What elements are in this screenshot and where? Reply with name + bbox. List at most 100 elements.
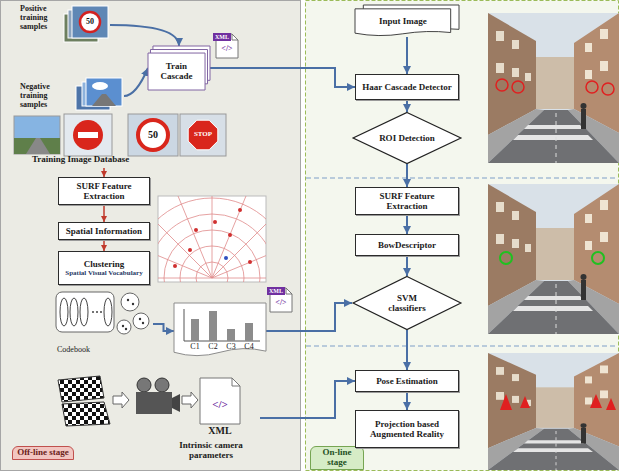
flow-arrow xyxy=(406,100,408,112)
negative-sample-images xyxy=(92,94,116,106)
box-label: ROI Detection xyxy=(378,133,435,143)
codebook-figure xyxy=(125,328,127,330)
camera-calibration-figure xyxy=(62,402,110,426)
file-badge: XML xyxy=(213,33,231,41)
group-label: Codebook xyxy=(57,346,117,355)
positive-sample-images xyxy=(64,6,108,42)
street-photo xyxy=(606,398,616,410)
process-box: ClusteringSpatial Visual Vocabulary xyxy=(58,251,150,285)
spatial-polar-grid xyxy=(248,260,252,264)
database-images xyxy=(188,120,218,150)
document-shape-outline xyxy=(355,9,451,36)
stage-panel: On-line stageInput ImageHaar Cascade Det… xyxy=(305,0,619,471)
codebook-figure xyxy=(122,325,124,327)
group-label: Negative training samples xyxy=(20,83,72,109)
street-photo xyxy=(586,81,598,93)
negative-sample-images xyxy=(92,82,108,90)
spatial-polar-grid xyxy=(158,214,212,278)
histogram-bar xyxy=(191,319,199,341)
flow-arrow xyxy=(406,215,408,234)
spatial-polar-grid xyxy=(178,196,213,278)
database-images xyxy=(138,120,168,150)
xml-file-icon xyxy=(267,287,285,295)
xml-file-icon xyxy=(213,33,231,41)
stage-tab: On-line stage xyxy=(310,446,364,470)
flow-arrow xyxy=(210,68,355,87)
positive-sample-images xyxy=(72,6,108,38)
spatial-polar-grid xyxy=(212,196,213,278)
codebook-figure xyxy=(139,318,141,320)
histogram-bar xyxy=(227,329,235,341)
database-images xyxy=(14,114,226,156)
text-area: ClusteringSpatial Visual Vocabulary xyxy=(59,252,149,284)
spatial-polar-grid xyxy=(158,244,212,279)
file-badge: XML xyxy=(267,287,285,295)
group-label: C4 xyxy=(242,343,256,352)
spatial-polar-grid xyxy=(212,196,247,278)
decision-diamond-outline xyxy=(353,113,461,164)
spatial-polar-grid xyxy=(158,278,212,279)
street-photo xyxy=(590,394,602,408)
group-label: Positive training samples xyxy=(20,5,64,31)
group-label: Training Image Database xyxy=(32,155,182,165)
box-label: SVM classifiers xyxy=(378,293,435,314)
camera-calibration-figure xyxy=(58,376,104,402)
street-photo xyxy=(488,184,619,334)
histogram-bar xyxy=(245,323,253,341)
box-label: Projection based Augmented Reality xyxy=(360,419,454,440)
database-images xyxy=(128,114,178,156)
image-group: Positive training samples xyxy=(18,3,110,47)
camera-calibration-figure xyxy=(182,392,198,408)
spatial-polar-grid xyxy=(212,214,266,278)
street-photo xyxy=(592,252,604,264)
street-photo xyxy=(496,79,508,91)
spatial-polar-grid xyxy=(238,208,242,212)
flow-arrow xyxy=(103,240,105,251)
image-group: Training Image Database xyxy=(14,112,244,168)
codebook-figure xyxy=(56,292,114,332)
box-label: Clustering xyxy=(63,259,145,269)
street-photo xyxy=(488,13,619,163)
street-photo xyxy=(488,353,619,470)
image-group: Negative training samples xyxy=(18,78,124,114)
stage-panel: Off-line stage Positive training samplesT… xyxy=(0,0,301,471)
text-area: Projection based Augmented Reality xyxy=(356,411,458,447)
box-label: SURF Feature Extraction xyxy=(360,191,454,212)
process-box: Haar Cascade Detector xyxy=(355,74,459,100)
online-panel-ground xyxy=(306,1,619,471)
flow-arrow xyxy=(406,164,408,187)
database-images xyxy=(180,114,226,156)
text-area: SURF Feature Extraction xyxy=(356,188,458,214)
flow-arrow xyxy=(110,25,179,46)
street-photo xyxy=(500,394,512,410)
flow-arrow xyxy=(266,303,352,331)
box-label: Train Cascade xyxy=(151,61,202,82)
stage-tab: Off-line stage xyxy=(12,446,74,460)
group-label: XML xyxy=(200,425,240,436)
process-box: SURF Feature Extraction xyxy=(355,187,459,215)
text-area: SURF Feature Extraction xyxy=(59,178,149,204)
database-images xyxy=(14,116,60,154)
process-box: Spatial Information xyxy=(58,222,150,240)
xml-file-icon xyxy=(232,34,238,40)
document-stack: Train Cascade xyxy=(148,46,210,90)
spatial-polar-grid xyxy=(212,278,266,279)
box-label: SURF Feature Extraction xyxy=(63,181,145,202)
codebook-figure xyxy=(133,313,149,329)
codebook-figure xyxy=(70,298,78,326)
street-photo xyxy=(520,396,530,408)
text-area: ROI Detection xyxy=(352,112,462,164)
codebook-figure xyxy=(121,293,139,311)
camera-calibration-figure xyxy=(137,378,151,392)
histogram-axis xyxy=(184,309,260,341)
group-label: C2 xyxy=(206,343,220,352)
flow-arrow xyxy=(406,37,408,74)
codebook-figure xyxy=(60,298,68,326)
online-panel-ground xyxy=(306,346,618,347)
file-glyph: </> xyxy=(207,398,233,411)
negative-sample-images xyxy=(86,78,122,106)
decision-diamond: SVM classifiers xyxy=(352,276,462,330)
codebook-figure xyxy=(142,322,144,324)
box-label: BowDescriptor xyxy=(360,240,454,250)
